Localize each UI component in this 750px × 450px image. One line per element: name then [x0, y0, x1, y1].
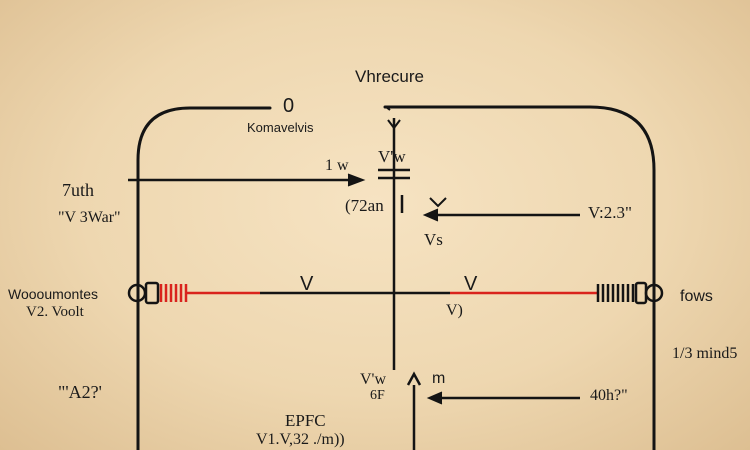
label-top-title: Vhrecure: [355, 67, 424, 86]
left-arrow-head: [347, 173, 366, 187]
label-left-v2voolt: V2. Voolt: [26, 304, 84, 320]
right-coil-component: [596, 281, 664, 305]
top-down-arrow: [387, 119, 401, 130]
label-bottom-vw: V'w: [360, 371, 386, 388]
label-right-vs: Vs: [424, 230, 443, 249]
label-right-1mind5: 1/3 mind5: [672, 345, 738, 362]
label-cap: V'w: [378, 147, 406, 166]
small-arrow-mark: [429, 197, 447, 208]
label-bottom-6f: 6F: [370, 388, 385, 403]
label-left-v3war: "V 3War": [58, 209, 121, 226]
label-bottom-v1v32: V1.V,32 ./m)): [256, 431, 345, 448]
label-left-1w: 1 w: [325, 157, 349, 174]
outer-wire-loop: [136, 105, 656, 450]
top-tick: [385, 106, 391, 111]
right-arrow-head: [422, 208, 439, 222]
label-top-zero: 0: [283, 95, 295, 117]
label-bottom-epfc: EPFC: [285, 411, 326, 430]
label-right-fows: fows: [680, 288, 713, 305]
label-bottom-40h: 40h?": [590, 387, 628, 404]
label-left-wooumontes: Woooumontes: [8, 286, 99, 302]
left-coil-component: [127, 281, 188, 305]
bottom-arrow-head: [426, 391, 443, 405]
label-bottom-a2: "'A2?': [58, 382, 102, 402]
label-center-v-right: V: [464, 273, 478, 295]
label-center-v-left: V: [300, 273, 314, 295]
label-left-7uth: 7uth: [62, 180, 95, 200]
label-top-sub: Komavelvis: [247, 120, 314, 135]
bottom-up-arrow-head: [406, 371, 422, 386]
label-mid-72an: (72an: [345, 196, 384, 215]
label-bottom-m: m: [432, 370, 446, 387]
label-right-v23: V:2.3": [588, 203, 632, 222]
label-center-v-paren: V): [446, 302, 463, 319]
